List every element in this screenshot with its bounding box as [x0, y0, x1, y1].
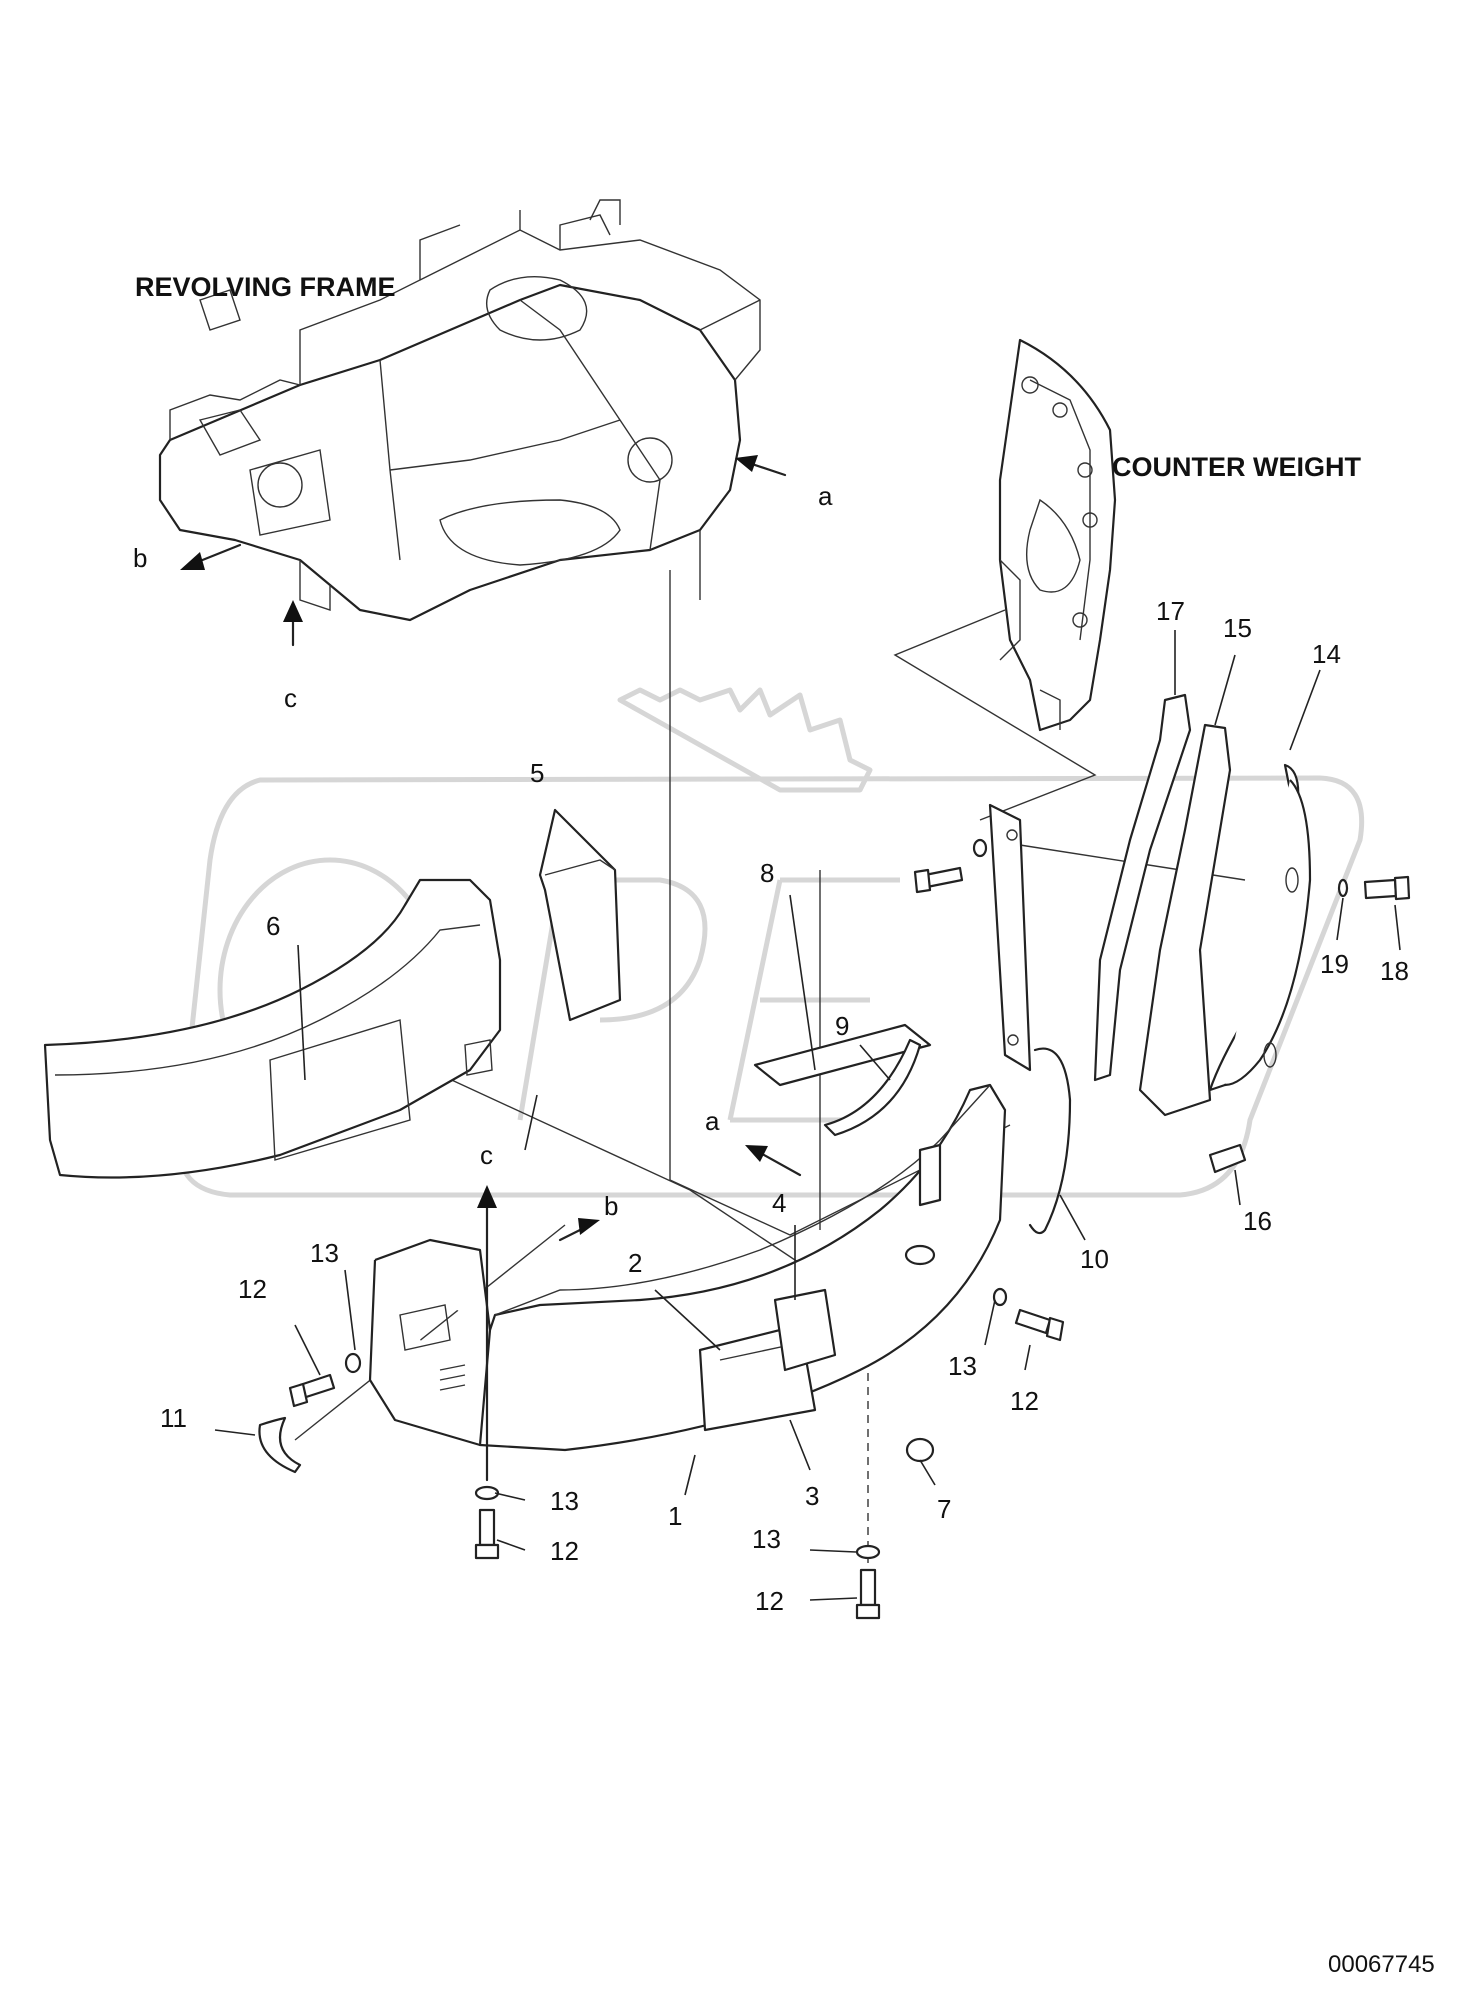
callout-4: 4 — [772, 1188, 786, 1218]
callout-15: 15 — [1223, 613, 1252, 643]
callout-18: 18 — [1380, 956, 1409, 986]
bolts-and-washers — [288, 838, 1411, 1620]
callout-13-left: 13 — [310, 1238, 339, 1268]
callout-5: 5 — [530, 758, 544, 788]
ref-c-weight: c — [480, 1140, 493, 1170]
callout-8: 8 — [760, 858, 774, 888]
part-6-counterweight-left — [43, 878, 502, 1179]
callout-7: 7 — [937, 1494, 951, 1524]
callout-11: 11 — [160, 1403, 187, 1433]
callout-12-bottom-left: 12 — [550, 1536, 579, 1566]
callout-12-right: 12 — [1010, 1386, 1039, 1416]
callout-1: 1 — [668, 1501, 682, 1531]
ref-b-frame: b — [133, 543, 147, 573]
part-1-counterweight-main — [368, 1083, 1007, 1452]
callout-14: 14 — [1312, 639, 1341, 669]
ref-a-weight: a — [705, 1106, 720, 1136]
callout-leaders — [214, 630, 1401, 1601]
callout-2: 2 — [628, 1248, 642, 1278]
counter-weight-mount-drawing — [998, 338, 1117, 732]
part-16-clip — [1208, 1143, 1247, 1174]
callout-3: 3 — [805, 1481, 819, 1511]
title-counter-weight: COUNTER WEIGHT — [1112, 452, 1361, 482]
callout-16: 16 — [1243, 1206, 1272, 1236]
callout-10: 10 — [1080, 1244, 1109, 1274]
part-8-plate — [753, 1023, 932, 1087]
part-11-clip — [258, 1416, 302, 1474]
part-7-plug — [905, 1437, 935, 1463]
callout-19: 19 — [1320, 949, 1349, 979]
part-10-seal — [1028, 1047, 1072, 1235]
ref-a-frame: a — [818, 481, 833, 511]
callout-12-left: 12 — [238, 1274, 267, 1304]
mount-bracket — [988, 803, 1032, 1072]
ref-b-weight: b — [604, 1191, 618, 1221]
callout-6: 6 — [266, 911, 280, 941]
part-5-cover — [538, 808, 622, 1022]
part-15-cover-plate — [1138, 723, 1232, 1117]
diagram-code: 00067745 — [1328, 1951, 1435, 1978]
callout-13-bottom-right: 13 — [752, 1524, 781, 1554]
part-14-side-cover — [1208, 763, 1312, 1092]
revolving-frame-drawing — [158, 199, 761, 622]
callout-9: 9 — [835, 1011, 849, 1041]
reference-arrows — [180, 455, 802, 1482]
callout-17: 17 — [1156, 596, 1185, 626]
ref-c-frame: c — [284, 683, 297, 713]
callout-13-right: 13 — [948, 1351, 977, 1381]
part-9-strip — [823, 1038, 922, 1137]
callout-13-bottom-left: 13 — [550, 1486, 579, 1516]
part-17-seal-strip — [1093, 693, 1192, 1082]
title-revolving-frame: REVOLVING FRAME — [135, 272, 396, 302]
callout-12-bottom-right: 12 — [755, 1586, 784, 1616]
